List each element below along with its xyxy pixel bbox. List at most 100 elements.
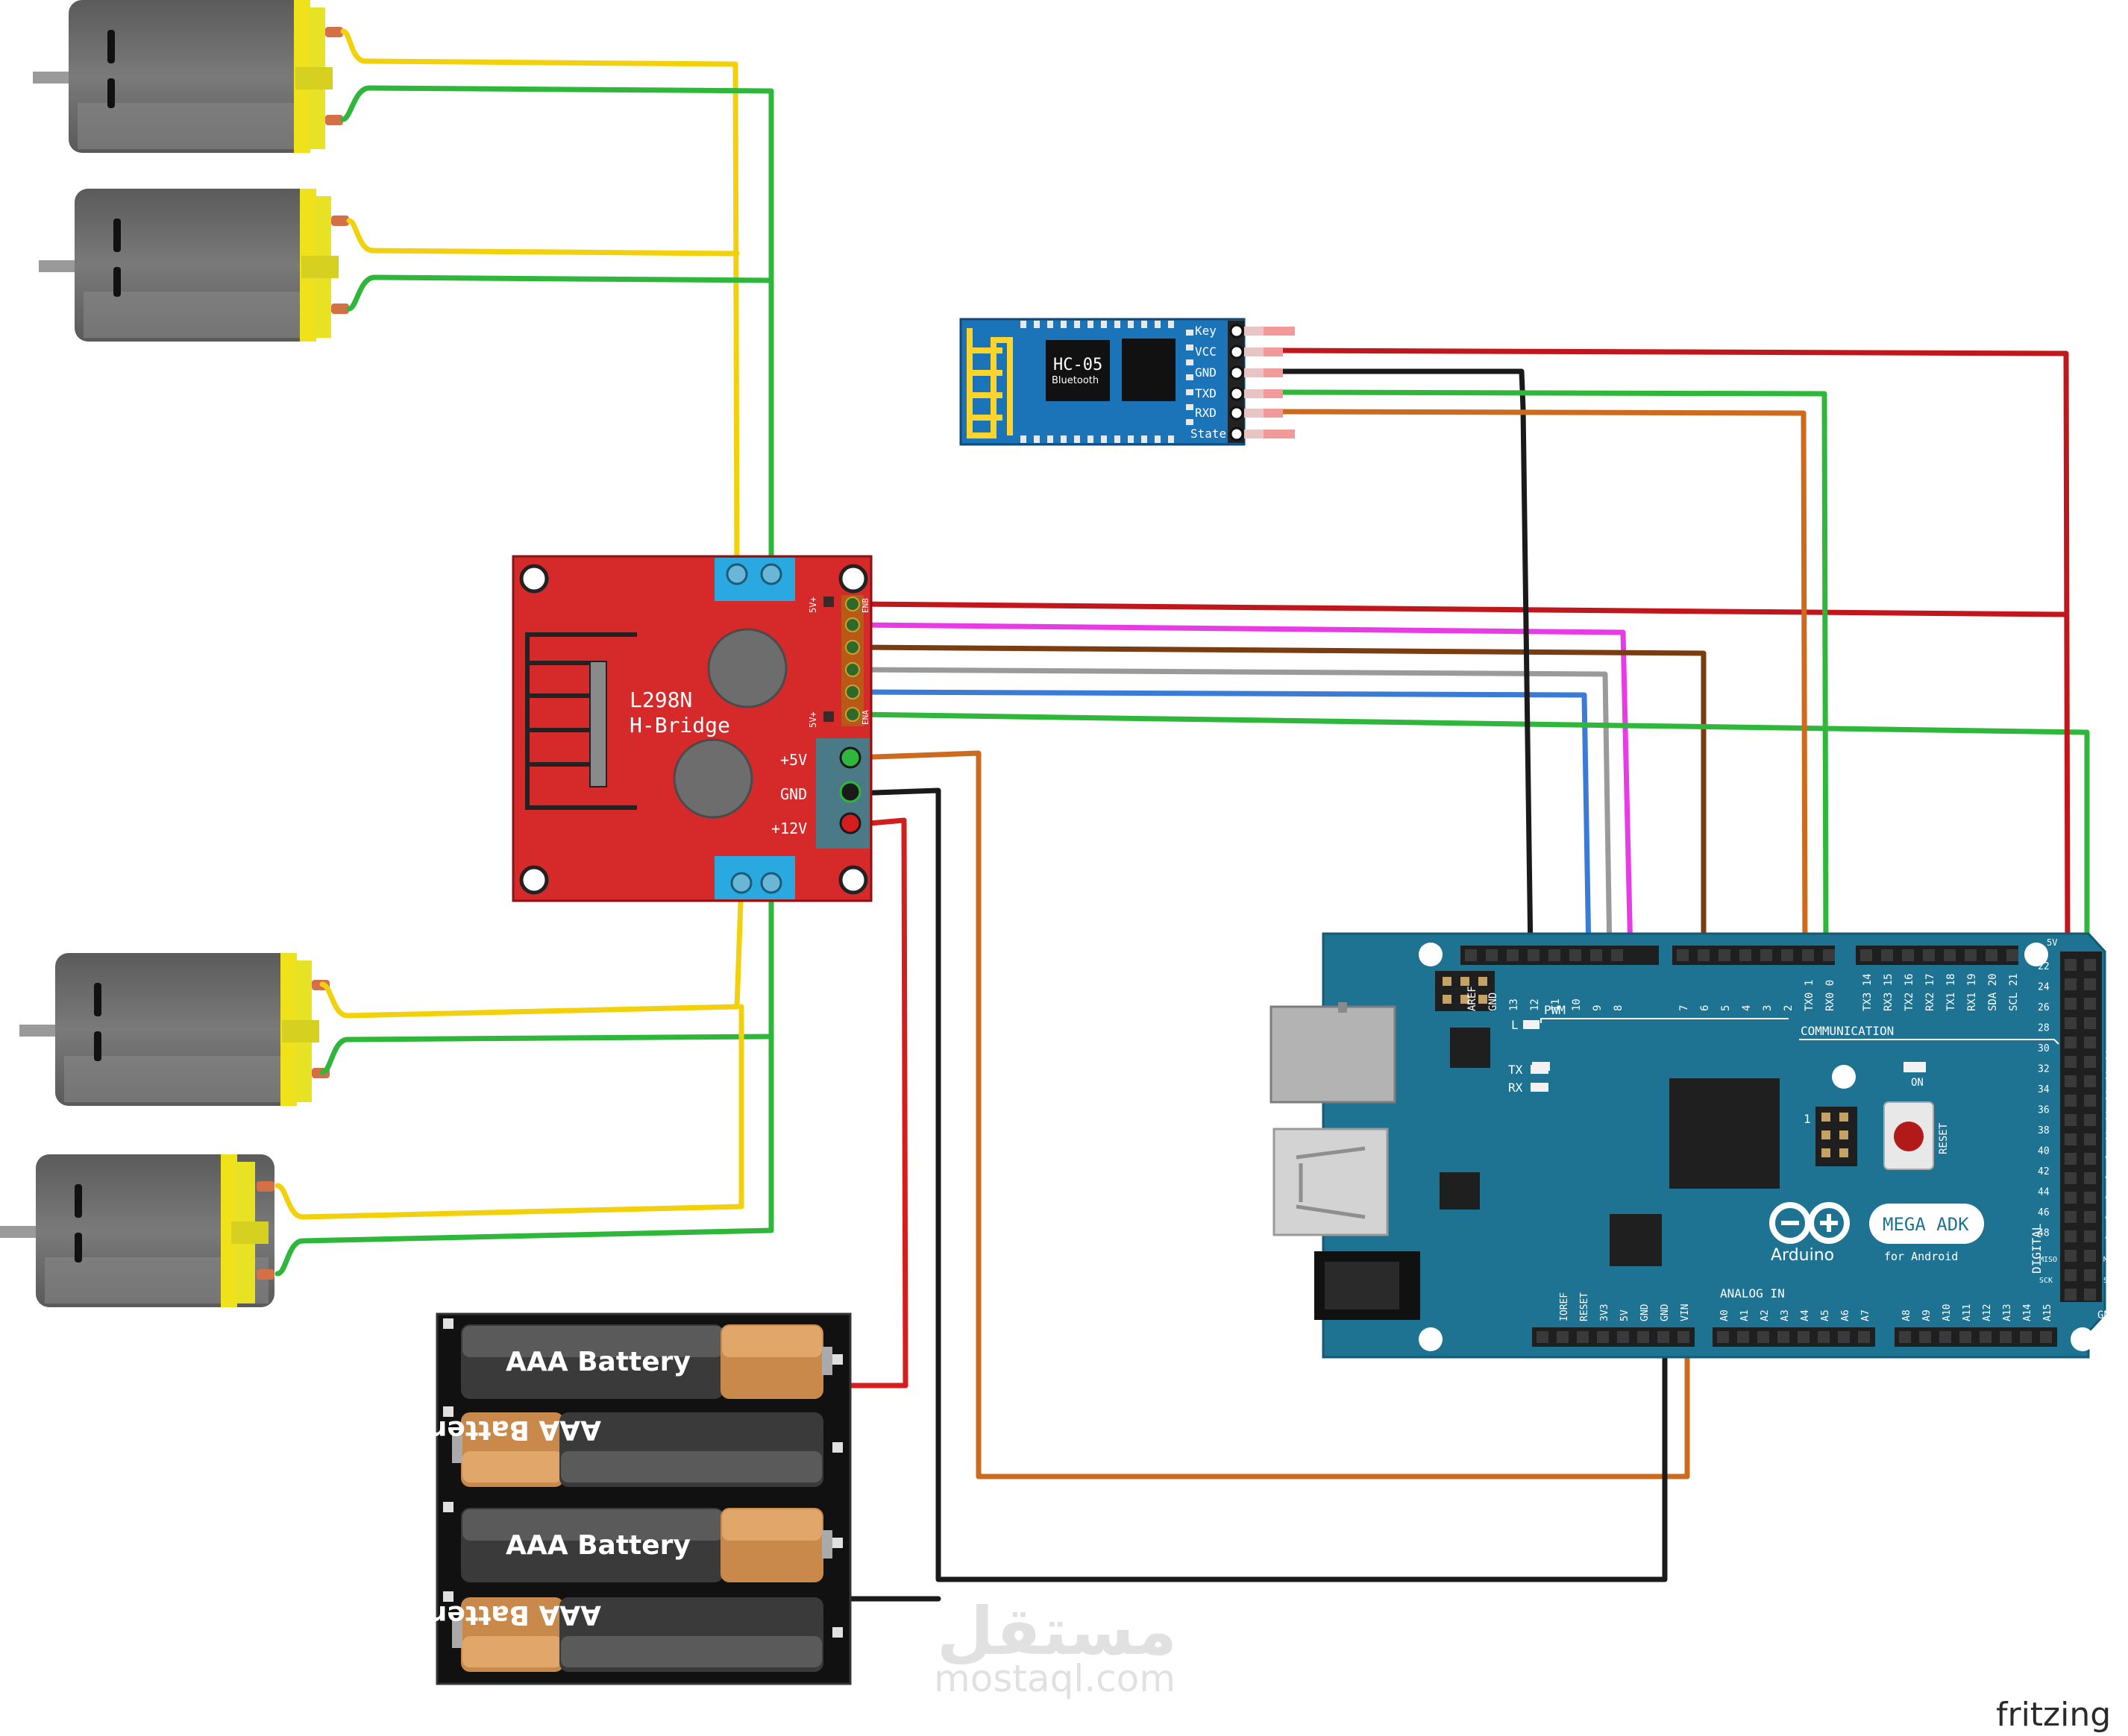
pin-label: TX2 16 (1903, 973, 1915, 1011)
pin-label: 28 (2038, 1023, 2050, 1034)
header-pin (2084, 1269, 2096, 1281)
header-pin (1737, 1331, 1749, 1343)
bt-title: HC-05 (1053, 356, 1102, 374)
pin-label: 43 (2105, 1172, 2117, 1183)
header-pin (1507, 949, 1519, 961)
pin-label: 33 (2105, 1071, 2117, 1082)
header-pin (1597, 1331, 1609, 1343)
l298n-hbridge: L298N H-Bridge 5V+ 5V+ ENB ENA +5V GND +… (512, 555, 873, 902)
watermark: مستقل mostaql.com (934, 1593, 1177, 1700)
header-pin (2065, 959, 2077, 971)
header-pin (1798, 1331, 1810, 1343)
header-pin (1919, 1331, 1931, 1343)
icsp-header-center (1815, 1107, 1857, 1166)
header-pin (2084, 1172, 2096, 1184)
pin-label: A14 (2022, 1303, 2033, 1321)
pin-label: GND (1639, 1303, 1651, 1321)
pin-label: A11 (1962, 1304, 1973, 1321)
pin-label: 45 (2105, 1192, 2117, 1203)
bt-chip (1046, 340, 1110, 401)
header-pin (2065, 1075, 2077, 1087)
header-pin (1717, 1331, 1729, 1343)
header-pin (2065, 1172, 2077, 1184)
wire-black-bt-gnd (1278, 368, 1534, 957)
digital-label: DIGITAL (2030, 1224, 2044, 1274)
pin-label: 36 (2038, 1105, 2050, 1116)
label-sck: SCK (2039, 1277, 2053, 1285)
pin-label: GND (1487, 993, 1499, 1011)
header-pin (1719, 949, 1730, 961)
pin-label: RESET (1579, 1292, 1590, 1321)
header-pin (1899, 1331, 1911, 1343)
bt-pin-labels: Key VCC GND TXD RXD State (1190, 324, 1226, 441)
icsp-header-left (1435, 971, 1495, 1011)
header-pin (2065, 1037, 2077, 1048)
label-miso: MISO (2039, 1256, 2057, 1264)
header-pin (2065, 1133, 2077, 1145)
header-pin (2084, 959, 2096, 971)
pin-label: 12 (1529, 998, 1541, 1011)
header-analog-2 (1895, 1327, 2057, 1347)
pin-label: 34 (2038, 1084, 2050, 1095)
header-pin (1557, 1331, 1569, 1343)
header-pin (1617, 1331, 1629, 1343)
pin-label: 6 (1699, 1005, 1711, 1011)
header-pin (1986, 949, 1997, 961)
pin-label: VIN (1680, 1304, 1691, 1321)
wire-red-12v (843, 817, 908, 1389)
arduino-mega-adk: 1 RESET ON L TX RX Arduino MEGA ADK for … (1269, 932, 2121, 1359)
header-pin (1760, 949, 1772, 961)
pin-label: A4 (1800, 1309, 1811, 1321)
header-pin (1980, 1331, 1992, 1343)
antenna-icon (967, 328, 1013, 438)
header-pin (2084, 978, 2096, 990)
header-pin (1777, 1331, 1789, 1343)
header-pin (2040, 1331, 2052, 1343)
pin-label: TX1 18 (1945, 973, 1957, 1011)
arduino-model: MEGA ADK (1883, 1214, 1969, 1235)
usb-a-port (1272, 1128, 1389, 1236)
pin-label: AREF (1466, 986, 1478, 1011)
header-pin (2065, 1017, 2077, 1029)
pin-label: 38 (2038, 1125, 2050, 1136)
motor-shaft (33, 72, 75, 84)
header-pin (1548, 949, 1560, 961)
header-pin (1818, 1331, 1830, 1343)
label-ss: SS (2103, 1277, 2112, 1285)
header-pin (1698, 949, 1710, 961)
header-pin (2084, 1192, 2096, 1204)
pin-label: 7 (1678, 1005, 1690, 1011)
reset-button[interactable] (1883, 1101, 1934, 1170)
pin-label: A10 (1942, 1304, 1953, 1321)
wire-gray (855, 667, 1613, 957)
pin-label: 5 (1720, 1005, 1732, 1011)
header-pin (2065, 1056, 2077, 1068)
pin-label: 47 (2105, 1212, 2117, 1223)
rx-label: RX (1508, 1081, 1523, 1095)
pin-label: 10 (1571, 998, 1583, 1011)
capacitor-icon (707, 628, 788, 708)
pin-label: 44 (2038, 1187, 2050, 1198)
hc05-bluetooth: HC-05 Bluetooth Key VCC GND TXD RXD Stat… (959, 318, 1295, 446)
battery-cell: AAA Battery (443, 1502, 843, 1582)
on-label: ON (1911, 1077, 1924, 1089)
header-pin (1577, 1331, 1589, 1343)
header-pin (2084, 1095, 2096, 1107)
pin-label: 41 (2105, 1151, 2117, 1163)
header-pin (1858, 1331, 1870, 1343)
header-pin (1677, 1331, 1689, 1343)
pin-label: RX3 15 (1883, 973, 1895, 1011)
usb-b-port (1269, 1005, 1396, 1104)
header-pin (1944, 949, 1956, 961)
header-analog-1 (1713, 1327, 1875, 1347)
wire-orange-bt-rxd (1278, 409, 1808, 957)
label-pin-5v: +5V (780, 751, 807, 769)
watermark-arabic: مستقل (937, 1593, 1177, 1670)
battery-cell: AAA Battery (443, 1318, 843, 1399)
label-5v-top: 5V+ (808, 597, 818, 613)
pin-label: IOREF (1559, 1292, 1570, 1321)
header-pin (2084, 1037, 2096, 1048)
header-pin (2084, 1075, 2096, 1087)
pin-label: A9 (1921, 1309, 1933, 1321)
